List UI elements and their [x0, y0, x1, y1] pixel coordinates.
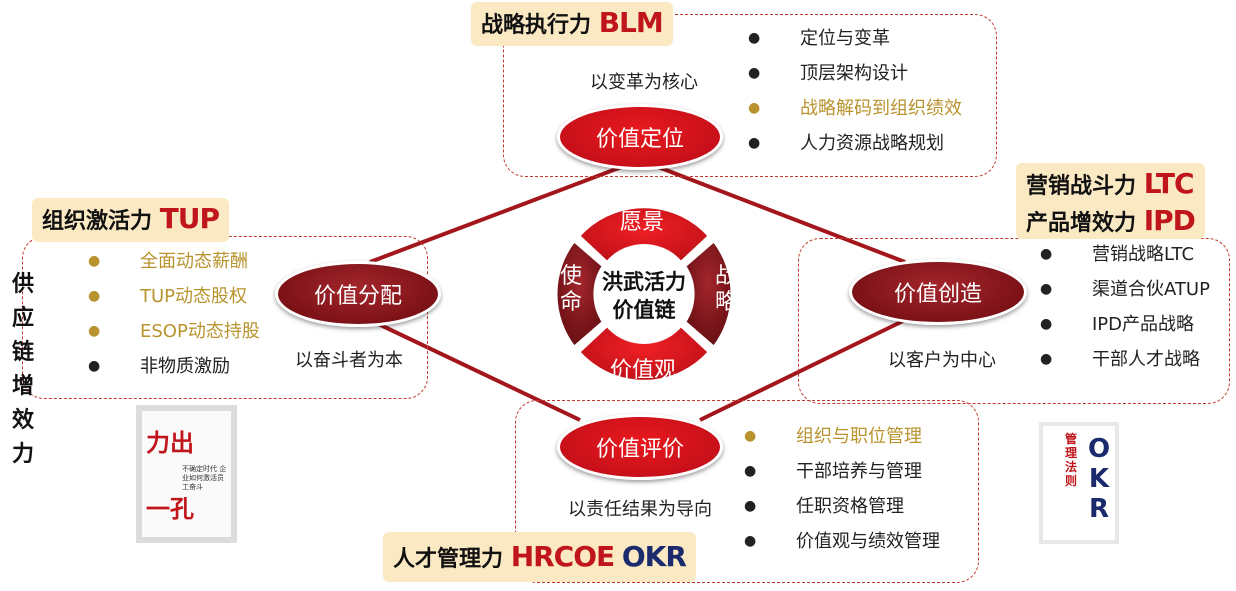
list-item: ●干部人才战略 — [1040, 349, 1200, 370]
ring-label-mission: 使命 — [559, 264, 582, 315]
tag-blm: 战略执行力 BLM — [471, 2, 673, 46]
tup-logo: TUP — [159, 202, 220, 235]
left-list: ●全面动态薪酬 ●TUP动态股权 ●ESOP动态持股 ●非物质激励 — [88, 244, 260, 384]
list-item: ●干部培养与管理 — [744, 461, 922, 482]
tag-tup-text: 组织激活力 — [42, 209, 153, 234]
ltc-logo: LTC — [1143, 167, 1195, 200]
list-item: ●营销战略LTC — [1040, 244, 1195, 265]
tag-ltc-text: 营销战斗力 — [1026, 174, 1137, 199]
book-right-title: OKR — [1087, 434, 1111, 524]
center-title: 洪武活力价值链 — [602, 270, 686, 322]
node-value-positioning: 价值定位 — [557, 104, 723, 170]
node-value-evaluation: 价值评价 — [557, 414, 723, 480]
book-left-title: 力出 一孔 — [146, 429, 194, 523]
hrcoe-logo: HRCOE — [510, 540, 615, 573]
caption-bottom: 以责任结果为导向 — [568, 499, 712, 520]
ring-label-vision: 愿景 — [620, 210, 665, 235]
node-value-distribution: 价值分配 — [275, 261, 441, 327]
list-item: ●战略解码到组织绩效 — [748, 98, 962, 119]
center-ring — [553, 204, 735, 384]
tag-ipd-text: 产品增效力 — [1026, 211, 1137, 236]
caption-right: 以客户为中心 — [888, 350, 996, 371]
list-item: ●非物质激励 — [88, 356, 230, 377]
top-list: ●定位与变革 ●顶层架构设计 ●战略解码到组织绩效 ●人力资源战略规划 — [748, 21, 962, 161]
right-panel — [798, 238, 1230, 404]
list-item: ●ESOP动态持股 — [88, 321, 260, 342]
list-item: ●IPD产品战略 — [1040, 314, 1195, 335]
blm-logo: BLM — [598, 6, 664, 39]
book-left-subtitle: 不确定时代 企业如何激活员工奋斗 — [182, 465, 227, 491]
list-item: ●顶层架构设计 — [748, 63, 908, 84]
side-label-supply-chain: 供应链 增效力 — [11, 272, 34, 467]
list-item: ●定位与变革 — [748, 28, 890, 49]
ring-label-values: 价值观 — [610, 358, 677, 383]
list-item: ●组织与职位管理 — [744, 426, 922, 447]
list-item: ●渠道合伙ATUP — [1040, 279, 1210, 300]
tag-hr: 人才管理力 HRCOE OKR — [383, 532, 696, 582]
bottom-list: ●组织与职位管理 ●干部培养与管理 ●任职资格管理 ●价值观与绩效管理 — [744, 419, 940, 559]
book-right-side-title: 管理法则 — [1065, 432, 1078, 488]
caption-left: 以奋斗者为本 — [295, 350, 403, 371]
list-item: ●价值观与绩效管理 — [744, 531, 940, 552]
list-item: ●任职资格管理 — [744, 496, 904, 517]
ipd-logo: IPD — [1143, 204, 1196, 237]
tag-ltc-ipd: 营销战斗力 LTC 产品增效力 IPD — [1016, 163, 1205, 239]
ring-label-strategy: 战略 — [714, 264, 737, 315]
book-cover-left: 力出 一孔 不确定时代 企业如何激活员工奋斗 — [136, 405, 237, 543]
tag-blm-text: 战略执行力 — [481, 13, 592, 38]
list-item: ●TUP动态股权 — [88, 286, 248, 307]
bottom-panel — [515, 400, 979, 583]
top-panel — [503, 14, 997, 177]
book-cover-right: 管理法则 OKR — [1039, 422, 1119, 544]
node-value-creation: 价值创造 — [849, 259, 1027, 325]
list-item: ●人力资源战略规划 — [748, 133, 944, 154]
list-item: ●全面动态薪酬 — [88, 251, 248, 272]
right-list: ●营销战略LTC ●渠道合伙ATUP ●IPD产品战略 ●干部人才战略 — [1040, 237, 1210, 377]
caption-top: 以变革为核心 — [590, 72, 698, 93]
tag-tup: 组织激活力 TUP — [32, 198, 230, 242]
tag-hr-text: 人才管理力 — [393, 547, 504, 572]
okr-logo: OKR — [621, 540, 687, 573]
